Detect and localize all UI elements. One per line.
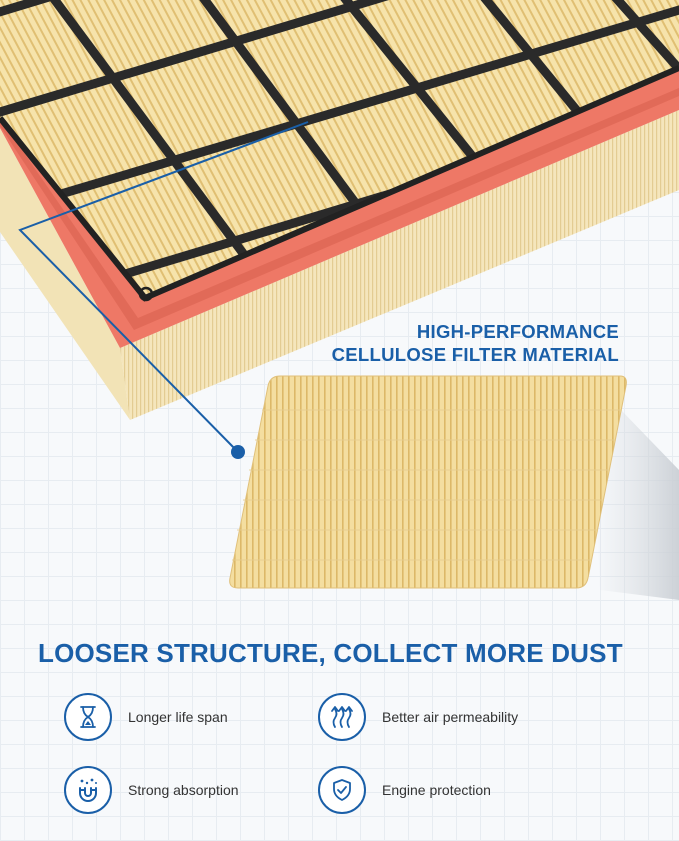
callout-line-1: HIGH-PERFORMANCE (416, 321, 619, 342)
product-illustration (0, 0, 679, 600)
feature-label: Longer life span (128, 709, 228, 725)
feature-label: Engine protection (382, 782, 491, 798)
feature-longer-life: Longer life span (64, 693, 228, 741)
callout-dot (231, 445, 245, 459)
section-title: LOOSER STRUCTURE, COLLECT MORE DUST (38, 638, 623, 668)
feature-engine-protection: Engine protection (318, 766, 491, 814)
feature-label: Strong absorption (128, 782, 239, 798)
magnet-icon (64, 766, 112, 814)
feature-strong-absorption: Strong absorption (64, 766, 239, 814)
cellulose-swatch (229, 375, 627, 589)
callout-line-2: CELLULOSE FILTER MATERIAL (331, 344, 619, 365)
hourglass-icon (64, 693, 112, 741)
feature-label: Better air permeability (382, 709, 519, 725)
callout-line (18, 121, 309, 453)
feature-air-permeability: Better air permeability (318, 693, 518, 741)
shield-check-icon (318, 766, 366, 814)
filter-side-pleats (0, 110, 679, 420)
material-callout-heading: HIGH-PERFORMANCE CELLULOSE FILTER MATERI… (332, 320, 619, 366)
airflow-arrows-icon (318, 693, 366, 741)
